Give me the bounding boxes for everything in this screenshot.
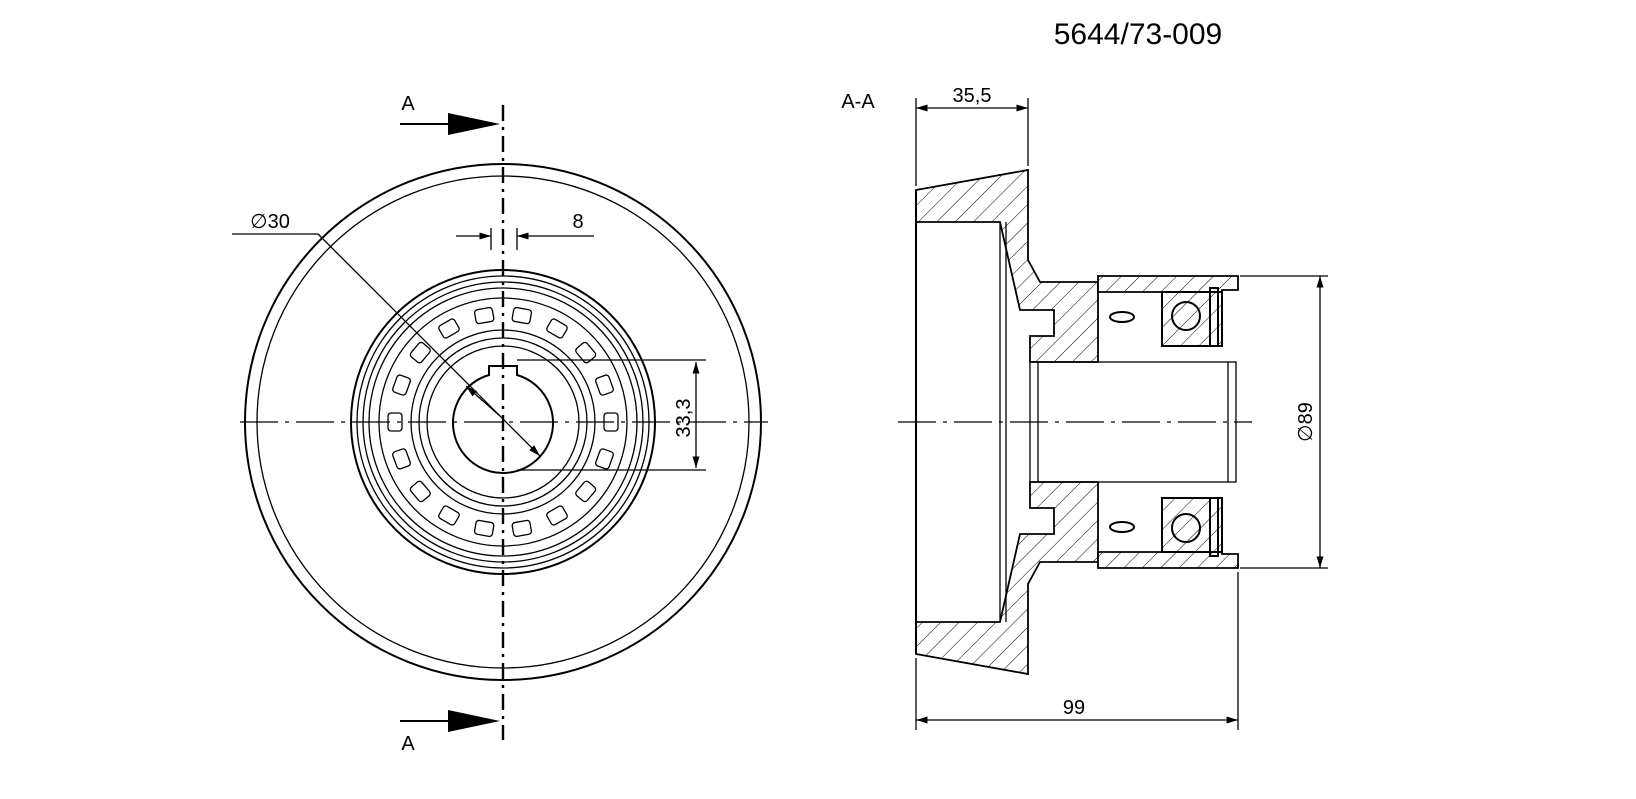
bearing-ball-upper bbox=[1171, 301, 1201, 331]
bearing-upper bbox=[1161, 291, 1223, 347]
grease-slot-upper bbox=[1109, 311, 1135, 323]
circlip-lower bbox=[1209, 497, 1219, 557]
bearing-roller bbox=[438, 318, 460, 339]
bearing-roller bbox=[595, 448, 614, 470]
front-view: A A ∅30 8 33,3 bbox=[232, 93, 768, 755]
bearing-lower bbox=[1161, 497, 1223, 553]
bearing-roller bbox=[409, 341, 431, 364]
section-label: A-A bbox=[841, 91, 875, 113]
section-view: A-A 35,5 bbox=[841, 85, 1328, 730]
bearing-ball-lower bbox=[1171, 513, 1201, 543]
bearing-roller bbox=[392, 448, 411, 470]
outer-diameter-label: ∅89 bbox=[1295, 402, 1317, 442]
wheel-section-lower bbox=[915, 481, 1099, 676]
part-number: 5644/73-009 bbox=[1054, 18, 1223, 51]
bore-diameter-leader bbox=[317, 233, 541, 457]
cut-mark-top: A bbox=[401, 93, 415, 115]
bore-with-keyway bbox=[452, 365, 554, 474]
wheel-section-upper bbox=[915, 168, 1099, 363]
bearing-roller bbox=[438, 505, 460, 526]
bearing-roller bbox=[511, 519, 533, 538]
grease-slot-lower bbox=[1109, 521, 1135, 533]
key-width-label: 8 bbox=[572, 211, 583, 233]
hub-offset-label: 35,5 bbox=[953, 85, 992, 107]
section-arrow-top bbox=[448, 113, 500, 135]
cut-mark-bottom: A bbox=[401, 733, 415, 755]
bearing-roller bbox=[392, 374, 411, 396]
bearing-roller bbox=[473, 519, 495, 538]
bearing-roller bbox=[546, 505, 568, 526]
overall-length-label: 99 bbox=[1063, 697, 1085, 719]
key-depth-label: 33,3 bbox=[673, 399, 695, 438]
bore-diameter-label: ∅30 bbox=[250, 211, 290, 233]
bearing-roller bbox=[409, 480, 431, 503]
section-arrow-bottom bbox=[448, 710, 500, 732]
bearing-roller bbox=[575, 480, 597, 503]
bearing-roller bbox=[473, 306, 495, 325]
circlip-upper bbox=[1209, 287, 1219, 347]
bearing-roller bbox=[546, 318, 568, 339]
bearing-roller bbox=[595, 374, 614, 396]
bearing-roller bbox=[511, 306, 533, 325]
